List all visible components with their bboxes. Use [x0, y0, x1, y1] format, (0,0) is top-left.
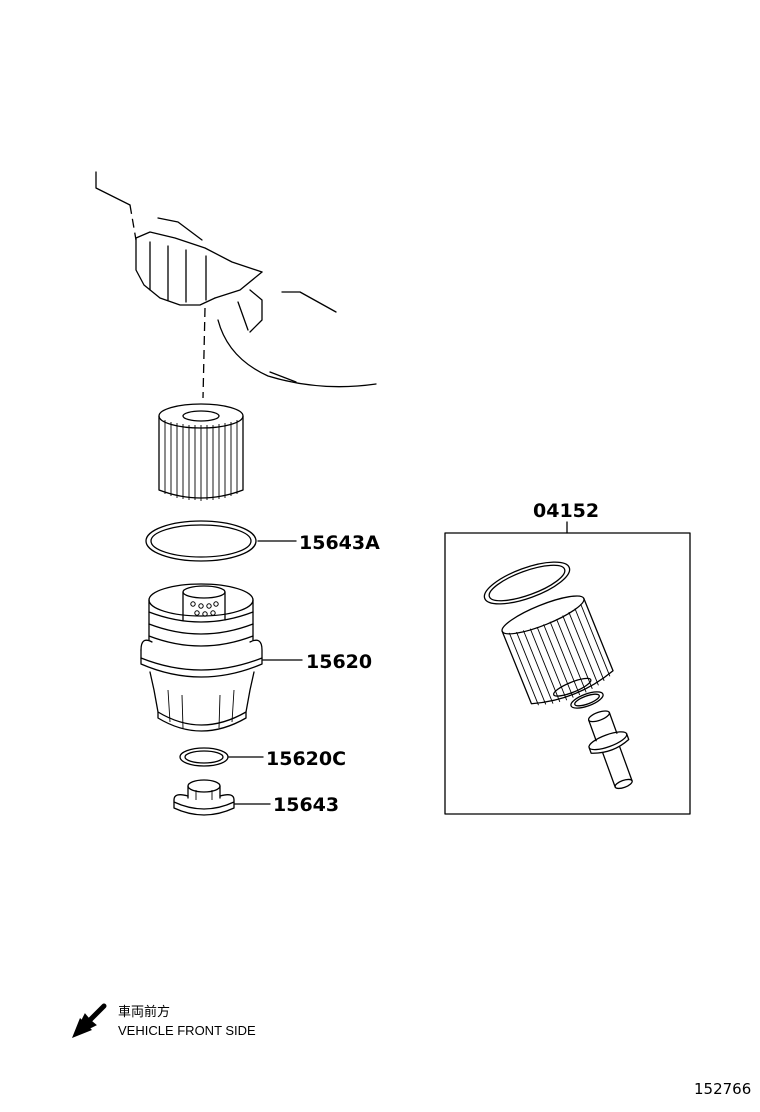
label-15643: 15643 [273, 794, 339, 816]
illustration-number: 152766 [694, 1080, 751, 1098]
kit-box [444, 532, 691, 815]
oil-filter-cap [140, 583, 263, 732]
engine-block-outline [95, 171, 377, 388]
vehicle-front-arrow-icon [72, 1003, 107, 1038]
mounting-centerline [202, 307, 206, 399]
o-ring-lower [179, 747, 229, 767]
kit-contents [483, 561, 633, 790]
front-note-japanese: 車両前方 [118, 1004, 170, 1019]
label-15620: 15620 [306, 651, 372, 673]
label-15643A: 15643A [299, 532, 380, 554]
o-ring-upper [145, 520, 257, 562]
label-04152: 04152 [533, 500, 599, 522]
label-15620C: 15620C [266, 748, 346, 770]
oil-filter-element [158, 403, 244, 501]
front-note-english: VEHICLE FRONT SIDE [118, 1023, 256, 1038]
drain-plug [173, 779, 235, 816]
